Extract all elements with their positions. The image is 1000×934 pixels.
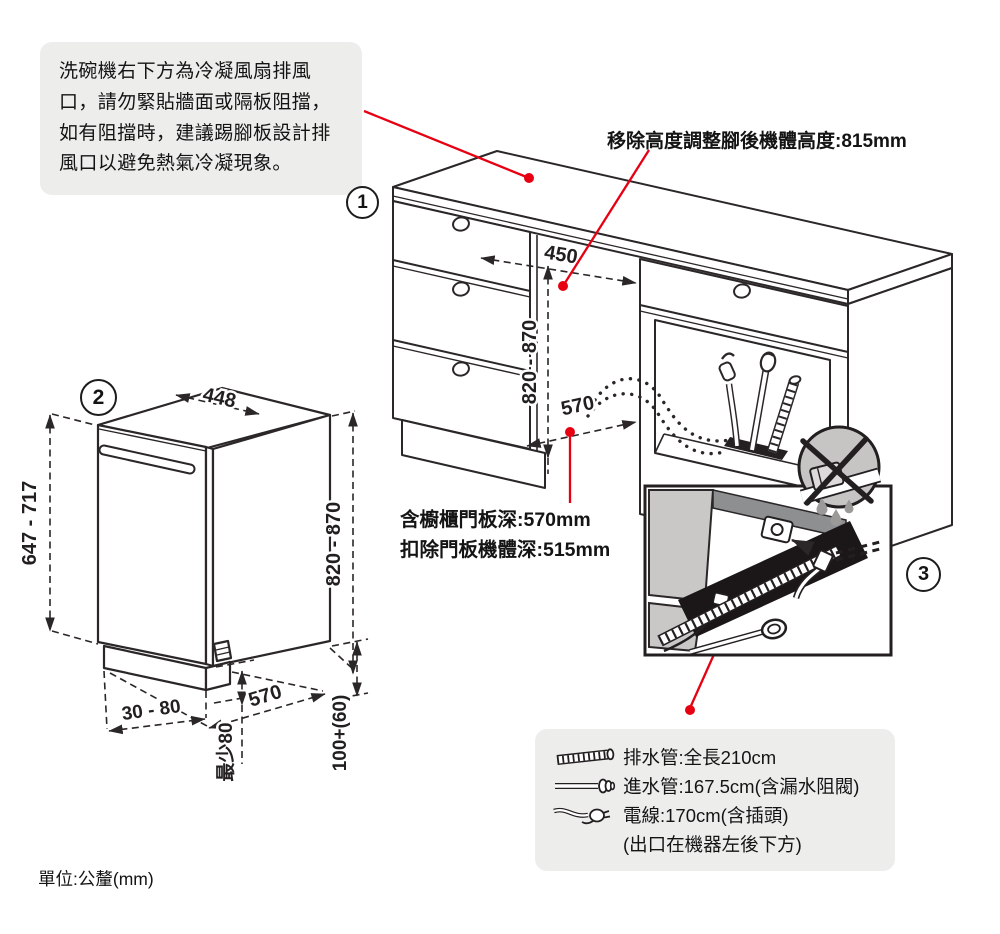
hose-legend: 排水管:全長210cm 進水管:167.5cm(含漏水阻閥) 電線: [535, 729, 895, 871]
drain-hose-icon: [549, 747, 623, 767]
water-drop-icon: [830, 509, 842, 526]
water-drop-icon: [844, 499, 854, 514]
condensation-note: 洗碗機右下方為冷凝風扇排風口，請勿緊貼牆面或隔板阻擋，如有阻擋時，建議踢腳板設計…: [40, 42, 362, 196]
inlet-hose-detail: [689, 618, 788, 655]
aquastop-head-icon: [759, 351, 777, 373]
legend-row-cord: 電線:170cm(含插頭): [549, 800, 881, 829]
plinth-height-dim: 100+(60): [330, 695, 351, 772]
niche-width-dim: 450: [543, 242, 579, 269]
inlet-hose-icon: [549, 776, 623, 796]
note-text: 洗碗機右下方為冷凝風扇排風口，請勿緊貼牆面或隔板阻擋，如有阻擋時，建議踢腳板設計…: [59, 61, 331, 175]
drawer-knob: [452, 361, 470, 377]
figure-marker-2: 2: [80, 379, 117, 416]
depth-without-door-text: 扣除門板機體深:515mm: [400, 539, 611, 562]
figure-marker-3: 3: [906, 557, 941, 592]
drawer-knob: [452, 216, 470, 232]
cross-out-icon: [800, 436, 874, 506]
drain-hose-label: 排水管:全長210cm: [623, 746, 777, 768]
machine-door-height-dim: 647 - 717: [19, 481, 41, 566]
machine-height-dim: 820 - 870: [323, 502, 345, 587]
min-kick-dim: 最少80: [215, 722, 237, 781]
niche-dimensions: [480, 255, 637, 474]
dishwasher-side-view: [96, 386, 332, 692]
legend-row-drain: 排水管:全長210cm: [549, 742, 881, 771]
cavity-hoses: [718, 351, 802, 460]
power-cord-icon: [549, 805, 623, 825]
figure-marker-1: 1: [346, 186, 379, 219]
connection-detail-box: [643, 484, 893, 657]
no-drip-magnifier: [797, 425, 882, 526]
power-cord-label: 電線:170cm(含插頭): [623, 804, 789, 826]
inlet-port: [760, 515, 794, 544]
adjustable-foot: [212, 639, 233, 663]
depth-with-door-text: 含櫥櫃門板深:570mm: [400, 509, 591, 531]
unit-note: 單位:公釐(mm): [38, 869, 154, 889]
kick-recess-dim: 30 - 80: [120, 696, 182, 725]
hose-route-dotted: [586, 377, 732, 456]
niche-height-dim: 820 - 870: [519, 320, 541, 405]
legend-row-inlet: 進水管:167.5cm(含漏水阻閥): [549, 771, 881, 800]
machine-dimensions: [45, 393, 369, 764]
depth-callout: 含櫥櫃門板深:570mm 扣除門板機體深:515mm: [400, 505, 610, 565]
inlet-hose-label: 進水管:167.5cm(含漏水阻閥): [623, 775, 860, 797]
height-without-feet-callout: 移除高度調整腳後機體高度:815mm: [607, 131, 907, 152]
power-plug-icon: [718, 361, 736, 382]
niche-depth-dim: 570: [559, 392, 596, 420]
legend-row-outlet-note: (出口在機器左後下方): [549, 829, 881, 858]
outlet-position-note: (出口在機器左後下方): [623, 833, 802, 855]
drawer-knob: [452, 281, 470, 297]
drawer-knob: [733, 283, 751, 299]
faucet-connector-detail: [790, 538, 885, 600]
drain-hose-detail: [657, 545, 841, 647]
water-drop-icon: [816, 498, 828, 515]
